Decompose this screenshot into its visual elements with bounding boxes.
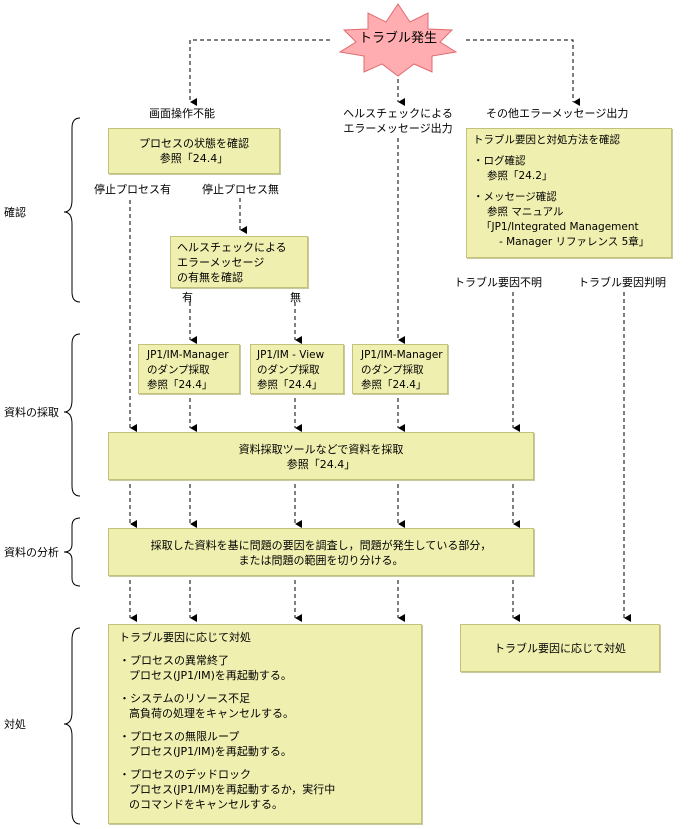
cause-check-box: トラブル要因と対処方法を確認 ・ログ確認 参照「24.2」 ・メッセージ確認 参… (466, 128, 672, 258)
brace-confirm (63, 117, 81, 303)
action-item-1: ・プロセスの異常終了 プロセス(JP1/IM)を再起動する。 (119, 654, 292, 682)
brace-collect (63, 333, 81, 497)
label-unknown-cause: トラブル要因不明 (454, 276, 542, 289)
dump-manager-box-2: JP1/IM-Manager のダンプ採取 参照「24.4」 (352, 344, 448, 394)
action-right-box: トラブル要因に応じて対処 (460, 624, 660, 672)
label-no-stopped: 停止プロセス無 (202, 183, 279, 196)
dump-manager-box-1: JP1/IM-Manager のダンプ採取 参照「24.4」 (138, 344, 240, 394)
col-header-middle: ヘルスチェックによる エラーメッセージ出力 (343, 107, 453, 135)
collect-box: 資料採取ツールなどで資料を採取 参照「24.4」 (108, 432, 534, 480)
action-main-box: トラブル要因に応じて対処 ・プロセスの異常終了 プロセス(JP1/IM)を再起動… (108, 624, 422, 824)
action-item-4: ・プロセスのデッドロック プロセス(JP1/IM)を再起動するか，実行中 のコマ… (119, 768, 336, 811)
action-item-3: ・プロセスの無限ループ プロセス(JP1/IM)を再起動する。 (119, 730, 292, 758)
phase-confirm: 確認 (4, 206, 26, 219)
label-no: 無 (290, 291, 301, 304)
label-stopped: 停止プロセス有 (94, 183, 171, 196)
dump-view-box: JP1/IM - View のダンプ採取 参照「24.4」 (250, 344, 344, 394)
brace-action (63, 627, 81, 825)
start-burst (338, 3, 458, 77)
phase-action: 対処 (4, 718, 26, 731)
analyze-box: 採取した資料を基に問題の要因を調査し，問題が発生している部分， または問題の範囲… (108, 528, 534, 576)
col-header-left: 画面操作不能 (149, 107, 215, 120)
action-item-2: ・システムのリソース不足 高負荷の処理をキャンセルする。 (119, 692, 294, 720)
check-process-box: プロセスの状態を確認 参照「24.4」 (108, 128, 280, 174)
start-label: トラブル発生 (359, 31, 438, 46)
health-check-box: ヘルスチェックによる エラーメッセージ の有無を確認 (170, 236, 308, 288)
brace-analyze (63, 517, 81, 587)
label-known-cause: トラブル要因判明 (578, 276, 666, 289)
phase-analyze: 資料の分析 (4, 546, 59, 559)
col-header-right: その他エラーメッセージ出力 (486, 107, 629, 120)
label-yes: 有 (182, 291, 193, 304)
phase-collect: 資料の採取 (4, 406, 59, 419)
